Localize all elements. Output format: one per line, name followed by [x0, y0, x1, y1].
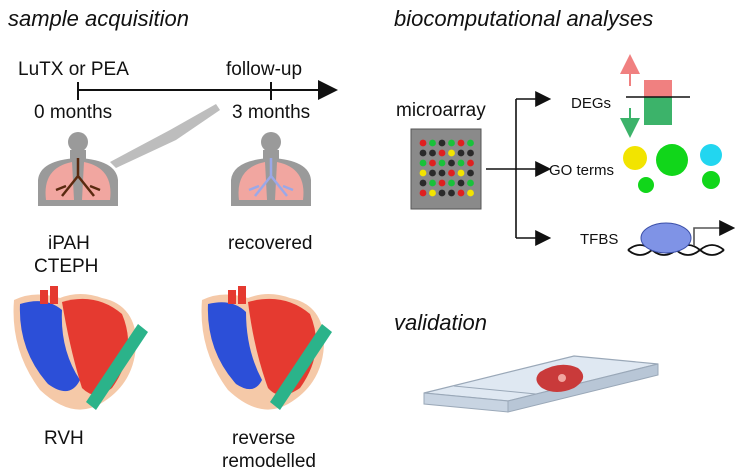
- microarray-spot: [457, 169, 465, 177]
- deg-down-bar: [644, 97, 672, 125]
- microarray-spot: [448, 139, 455, 147]
- group-remodelled-label: remodelled: [222, 451, 316, 472]
- microarray-spot: [467, 179, 474, 187]
- microarray-spot: [438, 189, 446, 197]
- microarray-spot: [457, 159, 465, 167]
- microarray-spot: [438, 179, 446, 187]
- microarray-spot: [429, 189, 436, 197]
- lung-recovered-icon: [231, 132, 311, 206]
- timeline-start-time: 0 months: [34, 102, 112, 123]
- microarray-spot: [467, 169, 474, 177]
- microarray-spot: [419, 179, 427, 187]
- microarray-spot: [448, 169, 455, 177]
- microarray-spot: [429, 139, 436, 147]
- scalpel-icon: [110, 104, 220, 168]
- go-circle-cyan: [700, 144, 722, 166]
- section-acquisition-title: sample acquisition: [8, 6, 189, 31]
- microarray-spot: [438, 139, 446, 147]
- microarray-spot: [457, 149, 465, 157]
- timeline-end-time: 3 months: [232, 102, 310, 123]
- heart-reverse-remodelled-icon: [201, 286, 332, 410]
- microarray-spot: [419, 159, 427, 167]
- microarray-spot: [457, 139, 465, 147]
- microarray-spot: [467, 139, 474, 147]
- section-analyses-title: biocomputational analyses: [394, 6, 653, 31]
- microarray-spot: [467, 159, 474, 167]
- go-circle-yellow: [623, 146, 647, 170]
- deg-up-bar: [644, 80, 672, 97]
- histology-slide-icon: [423, 355, 659, 413]
- microarray-spot: [448, 189, 455, 197]
- output-tfbs-label: TFBS: [580, 231, 618, 248]
- go-circle-green-small: [638, 177, 654, 193]
- microarray-spot: [419, 169, 427, 177]
- microarray-spots: [419, 139, 474, 197]
- microarray-spot: [448, 159, 455, 167]
- group-reverse-label: reverse: [232, 428, 295, 449]
- heart-rvh-icon: [13, 286, 148, 410]
- microarray-spot: [438, 169, 446, 177]
- microarray-spot: [467, 189, 474, 197]
- microarray-spot: [438, 149, 446, 157]
- tfbs-dna-icon: [627, 220, 736, 256]
- timeline-start-event: LuTX or PEA: [18, 59, 129, 80]
- microarray-spot: [438, 159, 446, 167]
- group-rvh-label: RVH: [44, 428, 84, 449]
- lung-diseased-icon: [38, 132, 118, 206]
- group-ipah-label: iPAH: [48, 233, 90, 254]
- microarray-spot: [448, 149, 455, 157]
- microarray-spot: [419, 139, 427, 147]
- microarray-spot: [467, 149, 474, 157]
- microarray-spot: [448, 179, 455, 187]
- timeline-end-event: follow-up: [226, 59, 302, 80]
- microarray-spot: [457, 189, 465, 197]
- microarray-spot: [419, 189, 427, 197]
- microarray-spot: [429, 149, 436, 157]
- microarray-label: microarray: [396, 100, 486, 121]
- output-go-label: GO terms: [549, 162, 614, 179]
- group-cteph-label: CTEPH: [34, 256, 98, 277]
- go-circle-green-large: [656, 144, 688, 176]
- output-degs-label: DEGs: [571, 95, 611, 112]
- section-validation-title: validation: [394, 310, 487, 335]
- microarray-spot: [429, 159, 436, 167]
- microarray-spot: [429, 179, 436, 187]
- microarray-spot: [419, 149, 427, 157]
- microarray-spot: [457, 179, 465, 187]
- group-recovered-label: recovered: [228, 233, 313, 254]
- microarray-spot: [429, 169, 436, 177]
- go-circle-green-medium: [702, 171, 720, 189]
